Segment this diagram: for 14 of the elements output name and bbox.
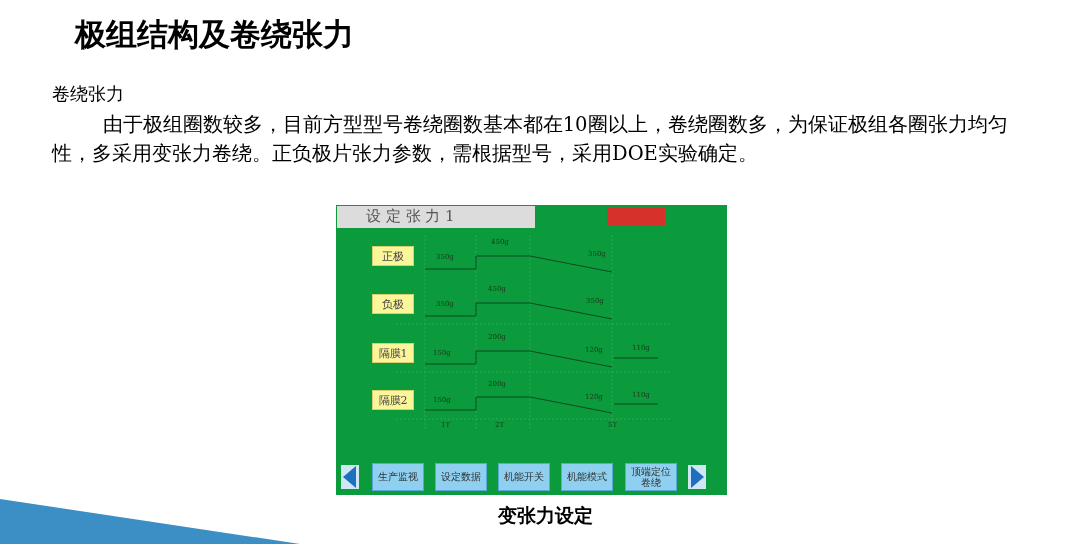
menu-button: 机能模式 — [561, 463, 613, 491]
menu-button: 机能开关 — [498, 463, 550, 491]
menu-button: 顶端定位卷绕 — [625, 463, 677, 491]
body-paragraph: 由于极组圈数较多，目前方型型号卷绕圈数基本都在10圈以上，卷绕圈数多，为保证极组各圈张力均匀性，多采用变张力卷绕。正负极片张力参数，需根据型号，采用DOE实验确定。 — [52, 112, 1009, 167]
page-title: 极组结构及卷绕张力 — [75, 15, 354, 54]
row-label: 隔膜2 — [372, 390, 414, 410]
menu-button: 设定数据 — [435, 463, 487, 491]
menu-button: 生产监视 — [372, 463, 424, 491]
row-label: 正极 — [372, 246, 414, 266]
screen-title: 设 定 张 力 1 — [366, 207, 455, 226]
row-label: 负极 — [372, 294, 414, 314]
row-label: 隔膜1 — [372, 343, 414, 363]
section-heading: 卷绕张力 — [52, 82, 124, 106]
figure-caption: 变张力设定 — [496, 503, 594, 528]
